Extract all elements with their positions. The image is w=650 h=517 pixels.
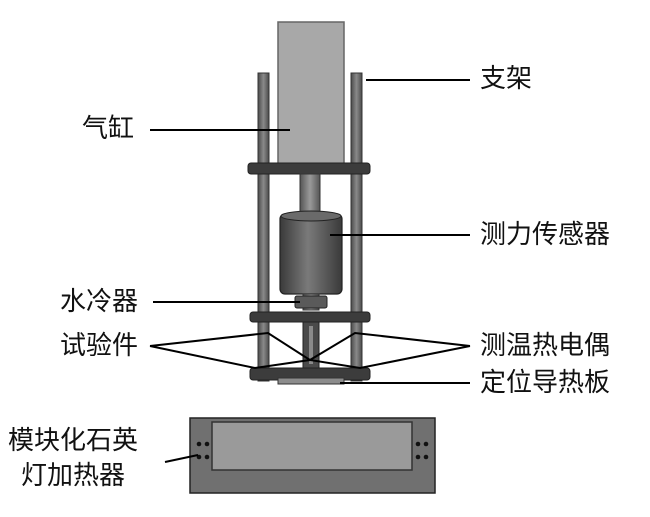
label-thermocouple: 测温热电偶 (480, 331, 611, 361)
label-bracket: 支架 (480, 64, 533, 94)
label-cylinder: 气缸 (82, 114, 135, 144)
heater-bolt (423, 454, 429, 460)
heater-bolt (415, 441, 421, 447)
heater-window (211, 421, 413, 471)
label-water-cooler: 水冷器 (60, 287, 139, 317)
leader-heater (164, 454, 199, 463)
load-sensor-body (279, 213, 343, 295)
label-specimen: 试验件 (60, 331, 139, 361)
label-heat-plate: 定位导热板 (480, 368, 611, 398)
piston-shaft (299, 173, 321, 217)
middle-plate (249, 311, 371, 323)
specimen-highlight (309, 326, 313, 364)
bracket-rod-right (350, 72, 363, 382)
heater-bolt (196, 441, 202, 447)
label-heater-line1: 模块化石英 (8, 426, 139, 456)
leader-specimen (149, 331, 313, 370)
heat-plate (277, 377, 345, 385)
top-plate (247, 162, 371, 175)
heater-bolt (423, 441, 429, 447)
cylinder-body (277, 21, 345, 168)
bracket-rod-left (257, 72, 270, 382)
heater-bolt (415, 454, 421, 460)
label-heater-line2: 灯加热器 (21, 461, 126, 491)
heater-bolt (204, 441, 210, 447)
label-load-sensor: 测力传感器 (480, 220, 611, 250)
leader-thermocouple (307, 331, 471, 370)
heater-bolt (204, 454, 210, 460)
load-sensor-top (280, 210, 342, 222)
